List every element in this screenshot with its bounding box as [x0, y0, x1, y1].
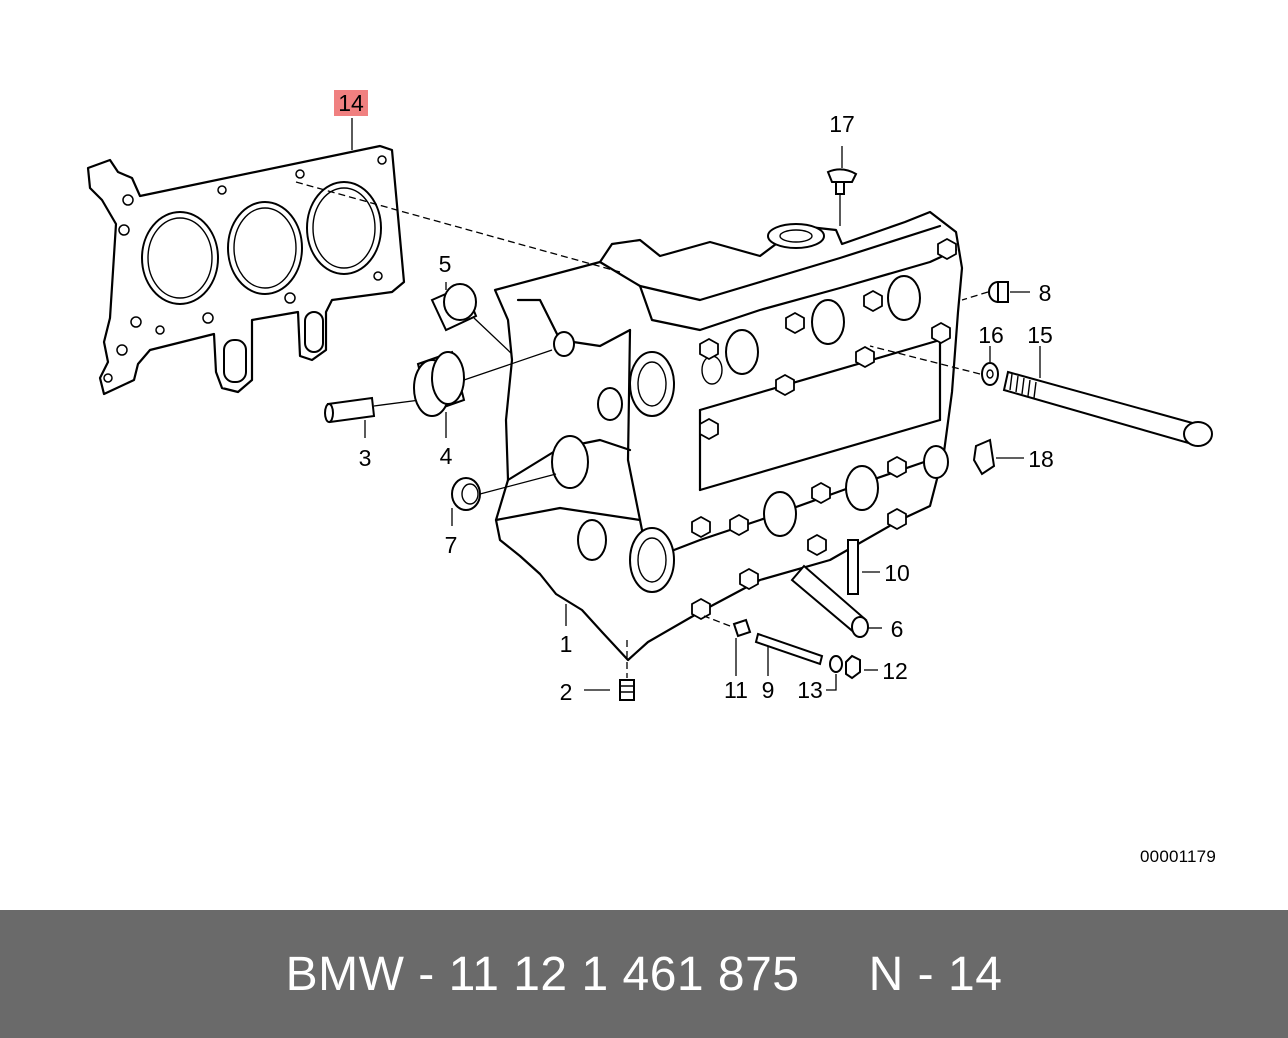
callout-13[interactable]: 13: [797, 677, 823, 703]
small-seal-part: [451, 473, 557, 526]
dowel-pin-part: [324, 396, 421, 438]
stud-part: [847, 539, 880, 595]
cap-plug-part: [826, 146, 858, 226]
callout-6[interactable]: 6: [891, 616, 904, 642]
callout-9[interactable]: 9: [762, 677, 775, 703]
callout-12[interactable]: 12: [882, 658, 908, 684]
head-gasket-part: [86, 144, 406, 396]
hex-nut-part: [845, 654, 878, 680]
cap-nut-part: [961, 281, 1030, 303]
lock-washer-part: [826, 655, 843, 691]
sealing-cap-part: [430, 282, 513, 355]
callout-4[interactable]: 4: [440, 443, 453, 469]
diagram-reference-code: 00001179: [1140, 847, 1216, 866]
threaded-stud-part: [754, 632, 824, 676]
part-number-footer: BMW - 11 12 1 461 875 N - 14: [0, 910, 1288, 1038]
callout-8[interactable]: 8: [1039, 280, 1052, 306]
part-number-text: BMW - 11 12 1 461 875 N - 14: [285, 947, 1003, 1001]
callout-15[interactable]: 15: [1027, 322, 1053, 348]
callout-7[interactable]: 7: [445, 532, 458, 558]
seal-ring-part: [413, 349, 553, 438]
callout-11[interactable]: 11: [724, 677, 748, 703]
washer-part: [869, 345, 999, 386]
screw-plug-part: [584, 640, 635, 701]
callout-3[interactable]: 3: [359, 445, 372, 471]
callout-10[interactable]: 10: [884, 560, 910, 586]
callout-17[interactable]: 17: [829, 111, 855, 137]
callout-5[interactable]: 5: [439, 251, 452, 277]
callout-18[interactable]: 18: [1028, 446, 1054, 472]
head-bolt-part: [1002, 346, 1213, 447]
callout-2[interactable]: 2: [560, 679, 573, 705]
callout-1[interactable]: 1: [560, 631, 573, 657]
highlight-marker: [334, 90, 368, 116]
guide-sleeve-part: [790, 564, 882, 638]
parts-diagram: 14 1 2 3 4 5 6 7 8 9 10 11 12 13 15 16 1…: [86, 90, 1213, 705]
callout-16[interactable]: 16: [978, 322, 1004, 348]
cylinder-head-part: [493, 210, 964, 662]
sleeve-part: [703, 615, 752, 676]
callout-14[interactable]: 14: [338, 90, 364, 116]
mesh-filter-part: [972, 438, 1024, 476]
